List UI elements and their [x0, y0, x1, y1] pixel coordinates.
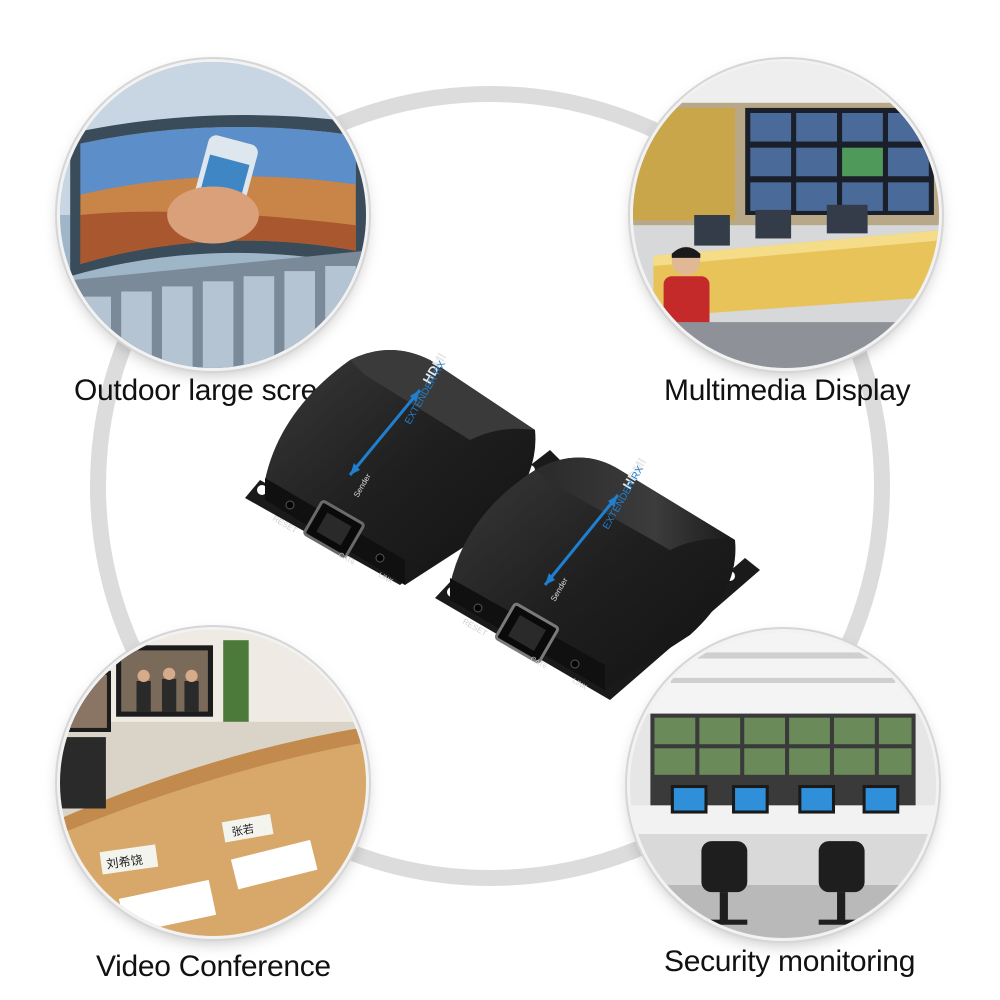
multimedia-display-photo [633, 62, 939, 368]
outdoor-screen-illustration [60, 62, 366, 368]
hdmi-extender-pair: RESET CAT6 LINK HDMI EXTENDER RX Sender [240, 330, 770, 750]
security-monitoring-photo [630, 632, 936, 938]
hdmi-extender-illustration: RESET CAT6 LINK HDMI EXTENDER RX Sender [245, 350, 760, 703]
extender-unit-front: RESET CAT6 LINK HDMI EXTENDER RX Sender [435, 455, 760, 703]
outdoor-large-screen-photo [60, 62, 366, 368]
caption-video-conference: Video Conference [96, 950, 331, 983]
caption-outdoor-large-screen: Outdoor large screen [74, 374, 350, 407]
name-placard-2: 张若 [231, 822, 255, 839]
control-room-illustration [633, 62, 939, 368]
caption-security-monitoring: Security monitoring [664, 945, 916, 978]
conference-room-illustration: 刘希饶 张若 [60, 630, 366, 936]
name-placard-1: 刘希饶 [105, 852, 143, 872]
extender-unit-rear: RESET CAT6 LINK HDMI EXTENDER RX Sender [245, 350, 560, 586]
video-conference-photo: 刘希饶 张若 [60, 630, 366, 936]
caption-multimedia-display: Multimedia Display [664, 374, 911, 407]
monitoring-room-illustration [630, 632, 936, 938]
